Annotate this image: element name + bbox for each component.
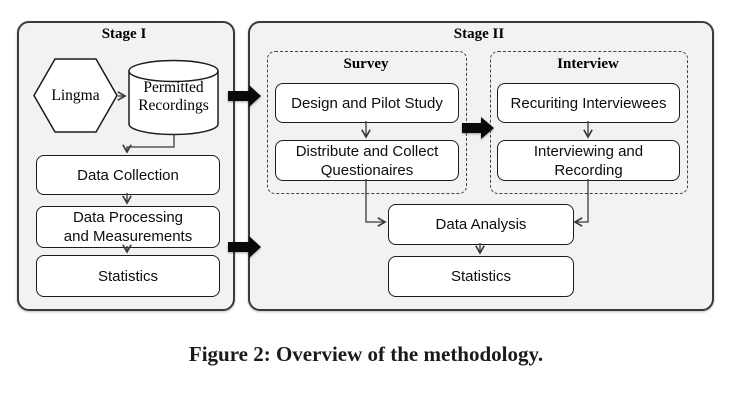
- interviewing-line1: Interviewing and: [533, 142, 644, 160]
- lingma-hexagon: [33, 58, 118, 133]
- stage1-title: Stage I: [101, 26, 147, 42]
- survey-title: Survey: [343, 56, 389, 72]
- cylinder-top: [128, 59, 219, 83]
- cylinder-label-line1: Permitted: [143, 79, 204, 96]
- distribute-line1: Distribute and Collect: [295, 142, 439, 160]
- interviewing-node: Interviewing and Recording: [497, 140, 680, 181]
- data-processing-line2: and Measurements: [63, 228, 193, 245]
- stage2-title: Stage II: [453, 26, 505, 42]
- figure-caption: Figure 2: Overview of the methodology.: [188, 342, 544, 366]
- interview-title: Interview: [557, 56, 619, 72]
- data-collection-node: Data Collection: [36, 155, 220, 195]
- data-processing-line1: Data Processing: [72, 209, 184, 226]
- interviewing-line2: Recording: [554, 161, 623, 179]
- data-analysis-node: Data Analysis: [388, 204, 574, 245]
- cylinder-label-line2: Recordings: [138, 97, 209, 114]
- distribute-collect-node: Distribute and Collect Questionaires: [275, 140, 459, 181]
- design-pilot-node: Design and Pilot Study: [275, 83, 459, 123]
- statistics-stage1-node: Statistics: [36, 255, 220, 297]
- hexagon-shape: [33, 58, 118, 133]
- lingma-label: Lingma: [51, 86, 100, 104]
- cylinder-label: Permitted Recordings: [128, 77, 219, 117]
- data-processing-node: Data Processing and Measurements: [36, 206, 220, 248]
- recruiting-node: Recuriting Interviewees: [497, 83, 680, 123]
- permitted-recordings-cylinder: [128, 59, 219, 136]
- statistics-stage2-node: Statistics: [388, 256, 574, 297]
- distribute-line2: Questionaires: [320, 161, 414, 179]
